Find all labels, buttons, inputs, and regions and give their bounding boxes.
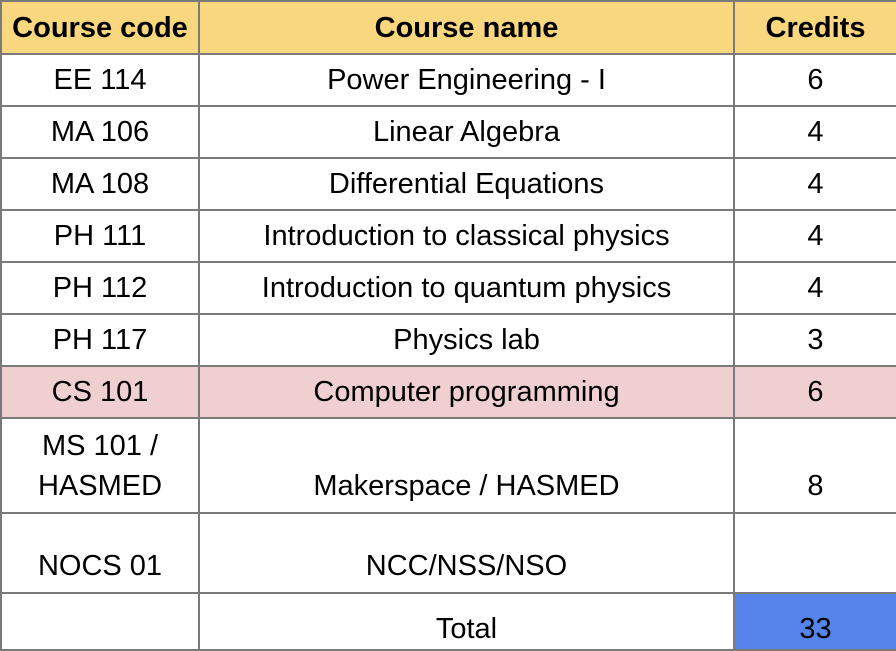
- header-credits: Credits: [733, 0, 896, 55]
- table-row: MS 101 / HASMED Makerspace / HASMED 8: [0, 417, 896, 514]
- course-name-cell: Introduction to quantum physics: [198, 261, 735, 315]
- empty-cell: [0, 592, 200, 651]
- header-row: Course code Course name Credits: [0, 0, 896, 55]
- course-code-cell: PH 117: [0, 313, 200, 367]
- course-code-cell: PH 111: [0, 209, 200, 263]
- table-row: PH 112 Introduction to quantum physics 4: [0, 261, 896, 315]
- course-name-cell: Introduction to classical physics: [198, 209, 735, 263]
- course-code-cell: NOCS 01: [0, 512, 200, 594]
- table-row: PH 117 Physics lab 3: [0, 313, 896, 367]
- course-code-cell: MS 101 / HASMED: [0, 417, 200, 514]
- table-row: MA 106 Linear Algebra 4: [0, 105, 896, 159]
- course-name-cell: Power Engineering - I: [198, 53, 735, 107]
- total-label: Total: [198, 592, 735, 651]
- credits-cell: [733, 512, 896, 594]
- course-name-cell: Linear Algebra: [198, 105, 735, 159]
- credits-cell: 4: [733, 105, 896, 159]
- credits-cell: 6: [733, 365, 896, 419]
- total-row: Total 33: [0, 592, 896, 651]
- total-value: 33: [733, 592, 896, 651]
- course-code-cell: CS 101: [0, 365, 200, 419]
- course-name-cell: Computer programming: [198, 365, 735, 419]
- course-name-cell: Differential Equations: [198, 157, 735, 211]
- course-code-cell: MA 108: [0, 157, 200, 211]
- credits-cell: 3: [733, 313, 896, 367]
- table-row: NOCS 01 NCC/NSS/NSO: [0, 512, 896, 594]
- course-code-cell: MA 106: [0, 105, 200, 159]
- course-code-cell: EE 114: [0, 53, 200, 107]
- credits-cell: 4: [733, 209, 896, 263]
- course-code-line: HASMED: [37, 470, 163, 502]
- credits-cell: 6: [733, 53, 896, 107]
- course-code-line: MS 101 /: [41, 430, 159, 462]
- table-row: EE 114 Power Engineering - I 6: [0, 53, 896, 107]
- credits-cell: 4: [733, 261, 896, 315]
- table-row: PH 111 Introduction to classical physics…: [0, 209, 896, 263]
- course-name-cell: Makerspace / HASMED: [198, 417, 735, 514]
- highlighted-table-row: CS 101 Computer programming 6: [0, 365, 896, 419]
- credits-cell: 4: [733, 157, 896, 211]
- course-name-cell: NCC/NSS/NSO: [198, 512, 735, 594]
- credits-cell: 8: [733, 417, 896, 514]
- course-code-cell: PH 112: [0, 261, 200, 315]
- table-row: MA 108 Differential Equations 4: [0, 157, 896, 211]
- header-course-code: Course code: [0, 0, 200, 55]
- course-name-cell: Physics lab: [198, 313, 735, 367]
- header-course-name: Course name: [198, 0, 735, 55]
